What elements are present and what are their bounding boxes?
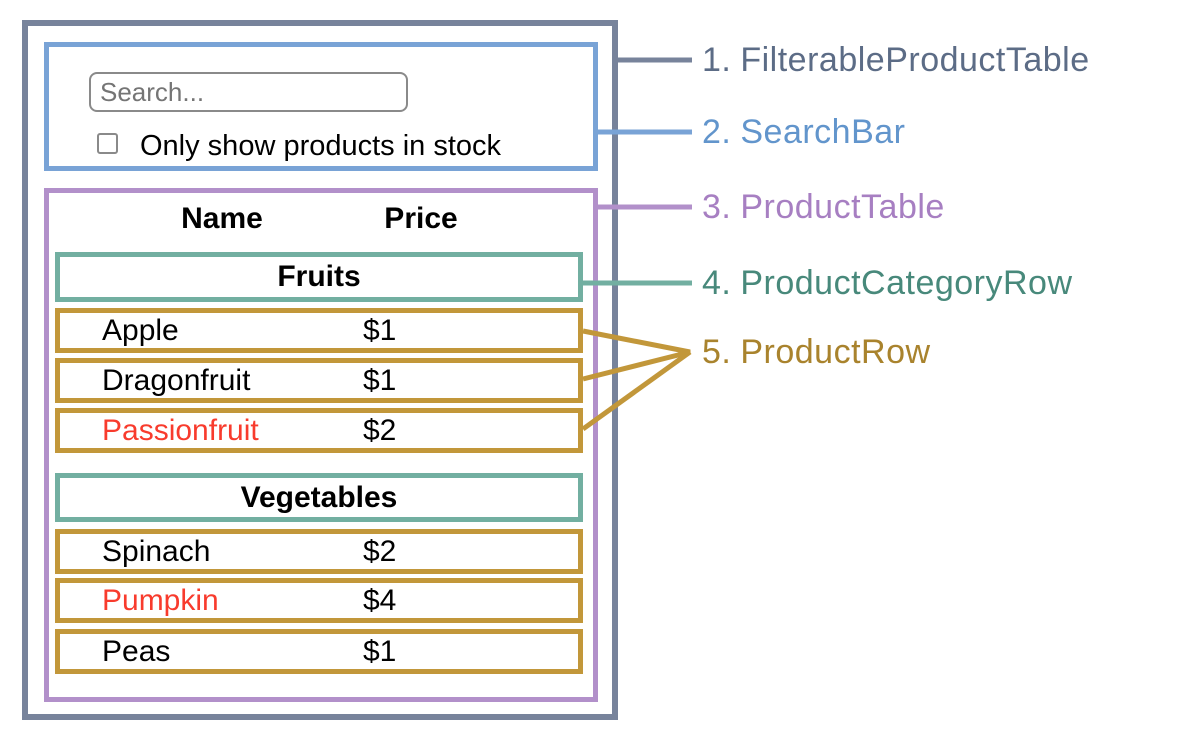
legend-number: 4.: [702, 264, 732, 302]
legend-number: 1.: [702, 41, 732, 79]
legend-label-product-category-row: 4.ProductCategoryRow: [702, 265, 1073, 301]
product-name: Pumpkin: [102, 583, 219, 617]
legend-label-product-row: 5.ProductRow: [702, 334, 931, 370]
product-price: $1: [363, 363, 397, 397]
product-price: $2: [363, 534, 397, 568]
legend-text: ProductCategoryRow: [740, 264, 1073, 302]
legend-text: SearchBar: [740, 113, 906, 151]
product-row-spinach: Spinach $2: [55, 529, 583, 574]
product-price: $4: [363, 583, 397, 617]
column-header-price: Price: [384, 202, 458, 235]
in-stock-checkbox-label: Only show products in stock: [140, 130, 502, 162]
legend-number: 3.: [702, 188, 732, 226]
product-row-peas: Peas $1: [55, 629, 583, 674]
legend-text: ProductRow: [740, 333, 931, 371]
product-name: Peas: [102, 634, 171, 668]
product-row-passionfruit: Passionfruit $2: [55, 408, 583, 453]
legend-label-search-bar: 2.SearchBar: [702, 114, 906, 150]
product-name: Apple: [102, 313, 179, 347]
product-name: Spinach: [102, 534, 211, 568]
product-price: $1: [363, 313, 397, 347]
legend-text: FilterableProductTable: [740, 41, 1090, 79]
legend-label-filterable-product-table: 1.FilterableProductTable: [702, 42, 1090, 78]
product-name: Dragonfruit: [102, 363, 251, 397]
legend-text: ProductTable: [740, 188, 945, 226]
category-row-vegetables: Vegetables: [55, 473, 583, 522]
product-row-pumpkin: Pumpkin $4: [55, 578, 583, 623]
in-stock-checkbox[interactable]: [97, 133, 118, 154]
search-input[interactable]: [89, 72, 408, 112]
legend-number: 5.: [702, 333, 732, 371]
product-name: Passionfruit: [102, 413, 259, 447]
legend-number: 2.: [702, 113, 732, 151]
column-header-name: Name: [181, 202, 263, 235]
product-price: $2: [363, 413, 397, 447]
product-row-apple: Apple $1: [55, 308, 583, 353]
product-price: $1: [363, 634, 397, 668]
legend-label-product-table: 3.ProductTable: [702, 189, 945, 225]
category-row-fruits: Fruits: [55, 252, 583, 302]
product-row-dragonfruit: Dragonfruit $1: [55, 358, 583, 403]
